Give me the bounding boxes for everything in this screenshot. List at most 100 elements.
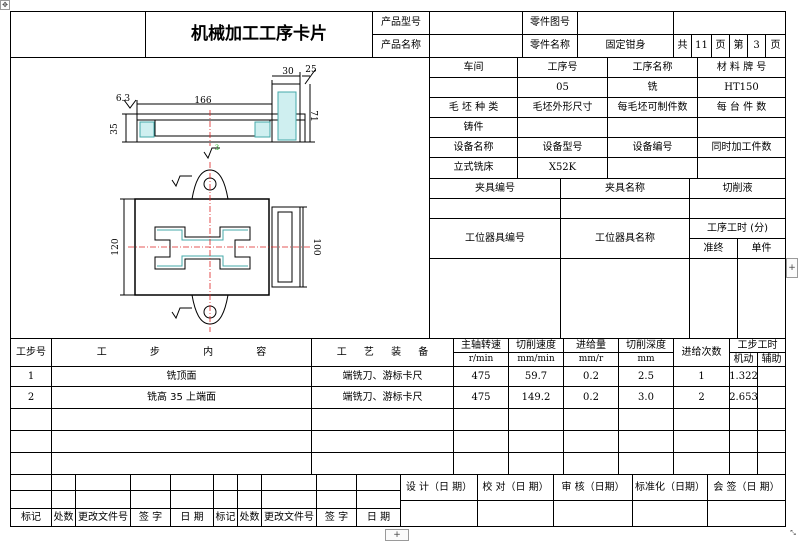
blank-type-label: 毛 坯 种 类 <box>448 101 499 113</box>
countersign-label: 会 签（日 期） <box>713 481 780 493</box>
product-name-value[interactable] <box>430 35 522 57</box>
add-row-button[interactable]: + <box>385 529 409 541</box>
station-tool-no-label: 工位器具编号 <box>465 232 525 244</box>
col-machine-time: 机动 <box>733 353 754 365</box>
col-aux-time: 辅助 <box>761 353 782 365</box>
process-name-label: 工序名称 <box>632 61 673 73</box>
material-label: 材 料 牌 号 <box>716 61 767 73</box>
step-row-2-content[interactable]: 铣高 35 上端面 <box>146 391 217 403</box>
coolant-label: 切削液 <box>722 182 753 194</box>
dim-166: 166 <box>194 95 212 106</box>
simultaneous-label: 同时加工件数 <box>711 141 772 153</box>
step-row-2-speed[interactable]: 149.2 <box>521 391 551 403</box>
dim-25: 25 <box>305 64 317 75</box>
step-row-1-no: 1 <box>27 370 35 382</box>
page-label: 第 <box>733 40 744 51</box>
change-doc-label-2: 更改文件号 <box>264 511 314 523</box>
resize-handle-icon[interactable]: ⤡ <box>790 528 796 537</box>
front-view-body <box>136 113 306 143</box>
blank-size-label: 毛坯外形尺寸 <box>532 101 593 113</box>
roughness-mark: 3 <box>214 143 220 152</box>
station-tool-name-label: 工位器具名称 <box>595 232 655 244</box>
step-row-1-passes[interactable]: 1 <box>698 370 705 382</box>
step-row-2-depth[interactable]: 3.0 <box>638 391 654 403</box>
col-feed: 进给量 <box>576 339 606 351</box>
product-model-label: 产品型号 <box>381 17 421 28</box>
add-column-button[interactable]: + <box>786 258 798 278</box>
parts-per-machine-label: 每 台 件 数 <box>716 101 767 113</box>
product-name-label: 产品名称 <box>381 40 421 51</box>
step-row-2-no: 2 <box>27 391 35 403</box>
part-drawing-no-value[interactable] <box>578 12 673 34</box>
col-depth: 切削深度 <box>626 339 666 351</box>
step-row-1-content[interactable]: 铣顶面 <box>166 370 197 382</box>
col-depth-unit: mm <box>637 354 655 364</box>
prep-time-label: 准终 <box>703 242 724 254</box>
col-spindle: 主轴转速 <box>461 339 501 351</box>
page-unit-2: 页 <box>770 40 781 51</box>
fixture-no-label: 夹具编号 <box>475 182 515 194</box>
step-row-2-machine[interactable]: 2.653 <box>729 391 758 403</box>
total-label: 共 <box>677 40 688 51</box>
dim-100: 100 <box>311 238 322 256</box>
step-row-1-spindle[interactable]: 475 <box>471 370 491 382</box>
sign-label-1: 签 字 <box>138 511 163 523</box>
equipment-name-value[interactable]: 立式铣床 <box>453 162 494 173</box>
workshop-label: 车间 <box>463 61 484 73</box>
part-drawing <box>120 69 316 332</box>
step-row-2-passes[interactable]: 2 <box>698 391 705 403</box>
part-name-label: 零件名称 <box>530 40 570 51</box>
mark-label-1: 标记 <box>21 511 41 523</box>
move-handle-icon[interactable]: ✥ <box>0 0 10 10</box>
count-label-2: 处数 <box>239 511 260 523</box>
sign-label-2: 签 字 <box>324 511 349 523</box>
change-doc-label-1: 更改文件号 <box>78 511 128 523</box>
page-no[interactable]: 3 <box>753 40 760 51</box>
part-name-value[interactable]: 固定钳身 <box>605 40 646 51</box>
col-step-no: 工步号 <box>16 346 46 358</box>
count-label-1: 处数 <box>53 511 74 523</box>
equipment-model-value[interactable]: X52K <box>548 162 577 173</box>
col-step-time: 工步工时 <box>737 339 778 351</box>
standard-label: 标准化（日期） <box>635 481 705 493</box>
process-time-label: 工序工时 (分) <box>707 222 768 234</box>
col-speed: 切削速度 <box>516 339 556 351</box>
step-row-1-feed[interactable]: 0.2 <box>583 370 599 382</box>
dim-6-3: 6.3 <box>115 93 131 104</box>
product-model-value[interactable] <box>430 12 522 34</box>
col-speed-unit: mm/min <box>517 354 555 364</box>
dim-120: 120 <box>110 238 121 256</box>
step-row-2-spindle[interactable]: 475 <box>471 391 491 403</box>
equipment-name-label: 设备名称 <box>453 141 494 153</box>
equipment-model-label: 设备型号 <box>542 141 583 153</box>
date-label-1: 日 期 <box>180 511 204 523</box>
col-step-content: 工 步 内 容 <box>96 346 267 358</box>
page-unit-1: 页 <box>715 40 726 51</box>
step-row-2-aux[interactable] <box>758 387 785 408</box>
step-row-1-machine[interactable]: 1.322 <box>729 370 758 382</box>
step-row-1-depth[interactable]: 2.5 <box>638 370 654 382</box>
step-row-1-equipment[interactable]: 端铣刀、游标卡尺 <box>342 370 423 382</box>
process-no-value[interactable]: 05 <box>556 81 569 93</box>
dim-35: 35 <box>109 123 120 135</box>
step-row-1-aux[interactable] <box>758 367 785 386</box>
step-row-2-equipment[interactable]: 端铣刀、游标卡尺 <box>342 391 423 403</box>
step-row-1-speed[interactable]: 59.7 <box>524 370 548 382</box>
process-name-value[interactable]: 铣 <box>647 81 658 93</box>
total-pages[interactable]: 11 <box>695 40 708 51</box>
mark-label-2: 标记 <box>215 511 236 523</box>
material-value[interactable]: HT150 <box>724 81 759 93</box>
design-label: 设 计（日 期） <box>405 481 473 493</box>
parts-per-blank-label: 每毛坯可制件数 <box>617 101 688 113</box>
col-equipment: 工 艺 装 备 <box>336 346 429 358</box>
equipment-no-label: 设备编号 <box>632 141 673 153</box>
step-row-2-feed[interactable]: 0.2 <box>583 391 599 403</box>
unit-time-label: 单件 <box>751 242 772 254</box>
blank-type-value[interactable]: 铸件 <box>463 121 484 133</box>
date-label-2: 日 期 <box>366 511 391 523</box>
part-drawing-no-label: 零件图号 <box>530 17 570 28</box>
proofread-label: 校 对（日 期） <box>482 481 549 493</box>
workshop-value[interactable] <box>430 78 517 97</box>
col-passes: 进给次数 <box>681 346 722 358</box>
